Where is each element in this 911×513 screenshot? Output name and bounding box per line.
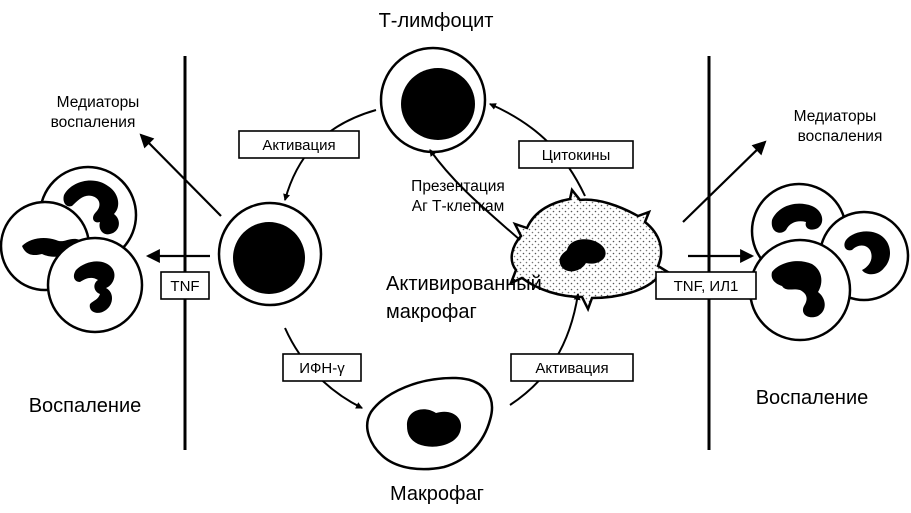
central-lymphocyte-cell	[217, 201, 323, 307]
ifn-gamma-label: ИФН-γ	[299, 360, 345, 377]
mediators-left-line1: Медиаторы	[57, 94, 140, 111]
macrophage-title: Макрофаг	[390, 483, 484, 505]
tnf-left-label: TNF	[170, 278, 199, 295]
arrow-presentation	[429, 149, 521, 241]
tnf-il1-right-label: TNF, ИЛ1	[674, 278, 739, 295]
inflammation-left-title: Воспаление	[29, 395, 142, 417]
activation-bottom-box: Активация	[510, 353, 634, 382]
activated-macrophage-line1: Активированный	[386, 273, 542, 295]
arrow-right-mediators	[682, 140, 767, 223]
activation-bottom-label: Активация	[535, 360, 608, 377]
mediators-right-line2: воспаления	[798, 128, 883, 145]
activated-macrophage-line2: макрофаг	[386, 301, 477, 323]
mediators-right-line1: Медиаторы	[794, 108, 877, 125]
tnf-left-box: TNF	[160, 271, 210, 300]
macrophage-cell	[366, 376, 494, 471]
cytokines-label: Цитокины	[542, 147, 611, 164]
mediators-left-line2: воспаления	[51, 114, 136, 131]
t-lymphocyte-title: Т-лимфоцит	[379, 10, 494, 32]
activation-top-box: Активация	[238, 130, 360, 159]
t-lymphocyte-cell	[379, 46, 487, 154]
presentation-line2: Аг Т-клеткам	[412, 198, 505, 215]
presentation-line1: Презентация	[411, 178, 505, 195]
tnf-il1-right-box: TNF, ИЛ1	[655, 271, 757, 300]
arrow-macrophage-to-activated	[509, 292, 581, 406]
left-neutrophil-cells	[0, 165, 144, 334]
arrow-left-mediators	[139, 133, 222, 217]
activation-top-label: Активация	[262, 137, 335, 154]
ifn-gamma-box: ИФН-γ	[282, 353, 362, 382]
cytokines-box: Цитокины	[518, 140, 634, 169]
right-neutrophil-cells	[748, 182, 910, 342]
inflammation-right-title: Воспаление	[756, 387, 869, 409]
